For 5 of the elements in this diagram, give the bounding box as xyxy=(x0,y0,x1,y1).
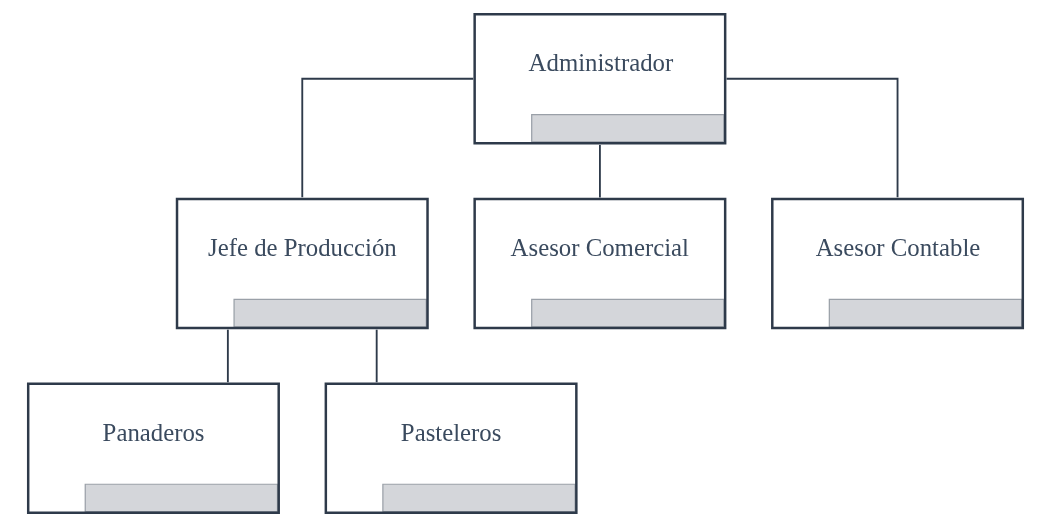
connector xyxy=(226,328,229,384)
connector xyxy=(300,77,474,199)
connector xyxy=(598,143,601,199)
connector xyxy=(725,77,898,199)
connector xyxy=(375,328,378,384)
